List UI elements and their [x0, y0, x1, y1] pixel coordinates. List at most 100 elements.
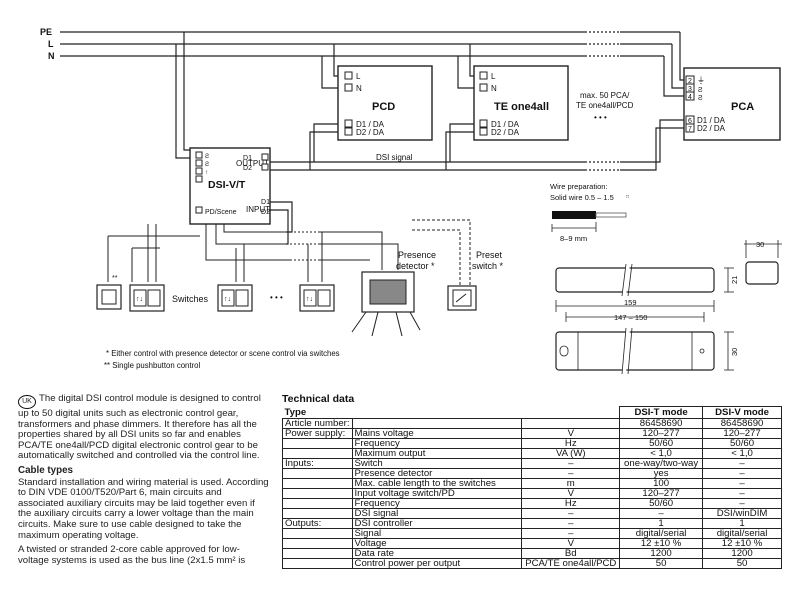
dsi-output-label: OUTPUT	[236, 159, 269, 168]
table-cell: yes	[619, 468, 704, 479]
table-cell: Input voltage switch/PD	[351, 488, 523, 499]
table-cell	[282, 548, 353, 559]
dsi-vt-controller: Ƨ Ƨ ↑ OUTPUT D1 D2 DSI-V/T INPUT D1 D2 P…	[189, 147, 271, 225]
te-terminal-d1: D1 / DA	[491, 120, 520, 129]
table-cell: < 1,0	[619, 448, 704, 459]
table-cell: digital/serial	[702, 528, 782, 539]
pca-terminal-d1: D1 / DA	[697, 116, 726, 125]
table-cell: Control power per output	[351, 558, 523, 569]
te-terminal-n: N	[491, 84, 497, 93]
presence-label2: detector *	[396, 261, 435, 271]
header-dsi-v: DSI-V mode	[702, 406, 782, 419]
pca-title: PCA	[731, 101, 754, 113]
table-cell: 100	[619, 478, 704, 489]
preset-label2: switch *	[472, 261, 504, 271]
table-cell	[282, 528, 353, 539]
table-cell	[282, 438, 353, 449]
table-cell: Hz	[521, 438, 621, 449]
te-title: TE one4all	[494, 101, 549, 113]
table-cell: 12 ±10 %	[702, 538, 782, 549]
dsi-input-d2: D2	[261, 209, 270, 216]
table-cell: –	[521, 468, 621, 479]
max-units-note-line2: TE one4all/PCD	[576, 101, 634, 110]
units-ellipsis: • • •	[594, 113, 607, 122]
switch-ellipsis: • • •	[270, 293, 283, 302]
table-cell: Switch	[351, 458, 523, 469]
pca-l-glyph: Ƨ	[698, 87, 703, 94]
table-header-row: Type DSI-T mode DSI-V mode	[283, 406, 782, 419]
switch-arrows-2: ↑↓	[224, 296, 231, 303]
dsi-input-d1: D1	[261, 199, 270, 206]
pcd-unit: L N PCD D1 / DA D2 / DA	[337, 65, 433, 141]
table-cell	[282, 488, 353, 499]
table-cell	[282, 478, 353, 489]
table-cell: Data rate	[351, 548, 523, 559]
preset-label1: Preset	[476, 250, 503, 260]
pca-pin-3: 3	[688, 86, 692, 93]
uk-language-icon: UK	[18, 395, 36, 409]
dim-159: 159	[624, 298, 637, 307]
table-cell	[282, 558, 353, 569]
pca-terminal-d2: D2 / DA	[697, 124, 726, 133]
table-cell: –	[702, 458, 782, 469]
bus-label-l: L	[48, 39, 54, 49]
table-cell: 1200	[619, 548, 704, 559]
table-cell: 50/60	[619, 498, 704, 509]
table-cell	[282, 468, 353, 479]
table-cell: 50/60	[619, 438, 704, 449]
wire-unit: □	[626, 194, 629, 200]
table-cell: Presence detector	[351, 468, 523, 479]
switch-group: ↑↓ Switches ↑↓ • • • ↑↓	[129, 284, 335, 312]
table-cell: 50	[619, 558, 704, 569]
max-units-note-line1: max. 50 PCA/	[580, 91, 630, 100]
intro-para2: Standard installation and wiring materia…	[18, 476, 269, 541]
table-cell: –	[702, 488, 782, 499]
table-cell: Frequency	[351, 498, 523, 509]
table-cell: Frequency	[351, 438, 523, 449]
wire-label1: Wire preparation:	[550, 182, 608, 191]
tech-data-title: Technical data	[282, 393, 355, 405]
dsi-input-label: INPUT	[246, 205, 270, 214]
table-cell: Bd	[521, 548, 621, 559]
table-cell: Max. cable length to the switches	[351, 478, 523, 489]
table-cell: one-way/two-way	[619, 458, 704, 469]
pcd-terminal-d2: D2 / DA	[356, 128, 385, 137]
footnote-1: * Either control with presence detector …	[106, 349, 340, 358]
table-row: Inputs:Switch–one-way/two-way–	[282, 458, 782, 469]
header-dsi-t: DSI-T mode	[619, 406, 704, 419]
table-cell: Signal	[351, 528, 523, 539]
table-cell: m	[521, 478, 621, 489]
pcd-title: PCD	[372, 101, 395, 113]
table-cell: Outputs:	[282, 518, 353, 529]
table-row: Presence detector–yes–	[282, 468, 782, 479]
dim-30-top: 30	[756, 240, 764, 249]
pca-pin-2: 2	[688, 78, 692, 85]
table-cell: –	[521, 458, 621, 469]
bus-label-n: N	[48, 51, 55, 61]
table-cell: DSI signal	[351, 508, 523, 519]
intro-para3: A twisted or stranded 2-core cable appro…	[18, 544, 246, 566]
table-cell: –	[619, 508, 704, 519]
header-type: Type	[284, 406, 307, 418]
dsi-vt-title: DSI-V/T	[208, 179, 246, 191]
table-cell: Mains voltage	[351, 428, 523, 439]
dsi-n-glyph: Ƨ	[205, 162, 209, 168]
pca-unit: 2 3 4 6 7 ⏚ Ƨ Ƨ PCA D1 / DA D2 / DA	[683, 67, 781, 141]
table-cell	[521, 418, 621, 429]
table-cell: –	[702, 498, 782, 509]
table-cell: VA (W)	[521, 448, 621, 459]
table-cell: Voltage	[351, 538, 523, 549]
table-cell: Maximum output	[351, 448, 523, 459]
housing-drawing	[555, 240, 782, 375]
table-cell: V	[521, 538, 621, 549]
